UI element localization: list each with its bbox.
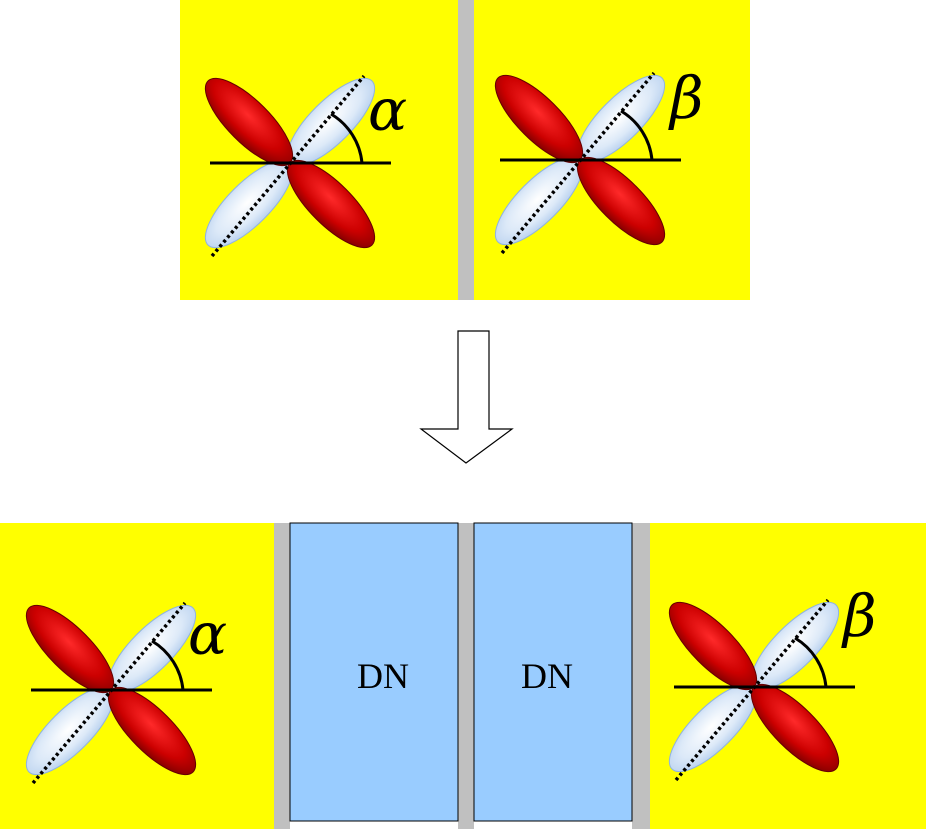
dn-region-right [473,522,633,822]
top-right-angle-label: β [668,64,704,132]
dn-right-label: DN [521,656,573,696]
top-barrier [458,0,474,300]
hollow-down-arrow-icon [419,330,514,464]
top-junction: α β [180,0,750,300]
bottom-left-angle-label: α [188,600,227,668]
bottom-barrier-middle [458,523,474,829]
top-left-angle-label: α [368,76,407,144]
bottom-junction: DN DN α β [0,522,926,829]
dn-left-label: DN [357,656,409,696]
bottom-right-angle-label: β [841,582,877,650]
dn-region-left [289,522,459,822]
bottom-barrier-right [632,523,650,829]
bottom-barrier-left [274,523,290,829]
